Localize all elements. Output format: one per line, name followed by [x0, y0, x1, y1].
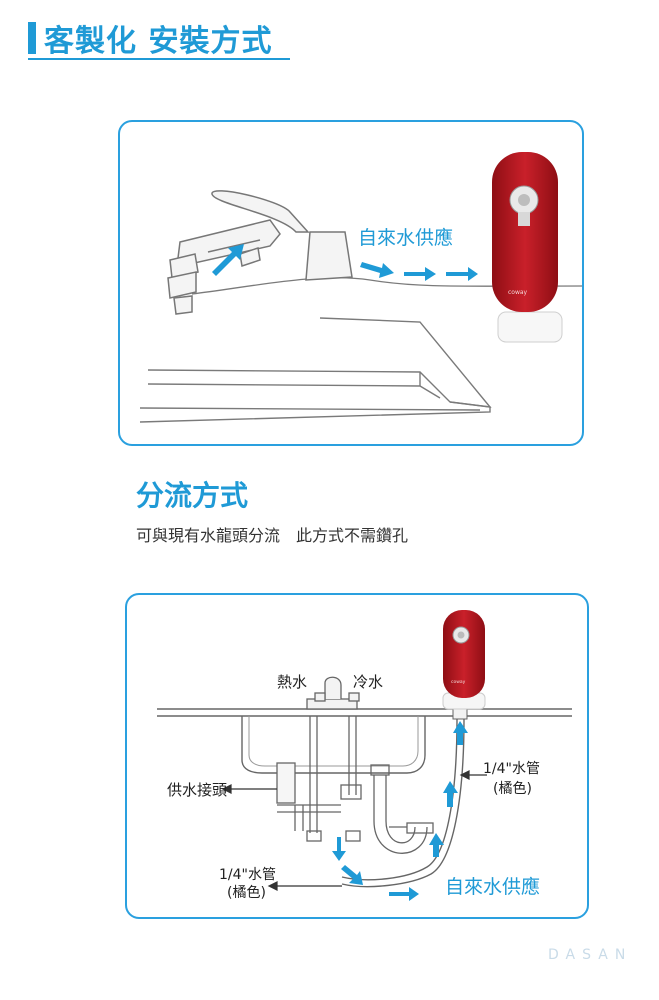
- purifier-brand-logo: coway: [451, 680, 466, 685]
- drain-trap: [370, 764, 434, 854]
- supply-pipes: [276, 716, 362, 842]
- callout-lines: [221, 770, 487, 891]
- faucet-diagram-svg: 自來水供應 coway: [139, 152, 591, 423]
- tube-left-label-line1: 1/4"水管: [219, 867, 276, 883]
- water-purifier-icon: coway: [492, 152, 563, 343]
- tube-right-label-line2: (橘色): [493, 780, 532, 797]
- faucet-icon: [167, 190, 353, 315]
- faucet-install-diagram: 自來水供應 coway: [118, 120, 591, 446]
- faucet-icon: [306, 676, 360, 710]
- under-sink-svg: 熱水 冷水 供水接頭 1/4"水管 (橘色) 1/4"水管 (橘色) 自來水供應…: [157, 610, 572, 901]
- countertop: [157, 708, 572, 717]
- cold-water-label: 冷水: [353, 673, 383, 691]
- header-underline: [28, 58, 290, 60]
- tube-left-label-line2: (橘色): [227, 884, 266, 901]
- supply-label: 自來水供應: [358, 226, 453, 249]
- header-accent-bar: [28, 22, 36, 54]
- section-title: 分流方式: [136, 479, 249, 512]
- sink-basin: [241, 716, 426, 774]
- watermark: DASAN: [548, 947, 633, 963]
- flow-arrows: [332, 721, 468, 901]
- page-title: 客製化 安裝方式: [44, 24, 273, 59]
- sink-basin: [139, 317, 492, 423]
- water-purifier-icon: coway: [442, 610, 486, 710]
- flow-arrows: [212, 244, 478, 281]
- purifier-brand-logo: coway: [508, 289, 528, 296]
- supply-label: 自來水供應: [445, 875, 540, 898]
- tube-right-label-line1: 1/4"水管: [483, 761, 540, 777]
- hot-water-label: 熱水: [277, 673, 307, 691]
- page-header: 客製化 安裝方式: [28, 16, 272, 60]
- purifier-tube: [341, 718, 458, 881]
- section-description: 可與現有水龍頭分流 此方式不需鑽孔: [136, 526, 409, 545]
- connector-label: 供水接頭: [167, 781, 227, 799]
- under-sink-diagram: 熱水 冷水 供水接頭 1/4"水管 (橘色) 1/4"水管 (橘色) 自來水供應…: [125, 593, 589, 919]
